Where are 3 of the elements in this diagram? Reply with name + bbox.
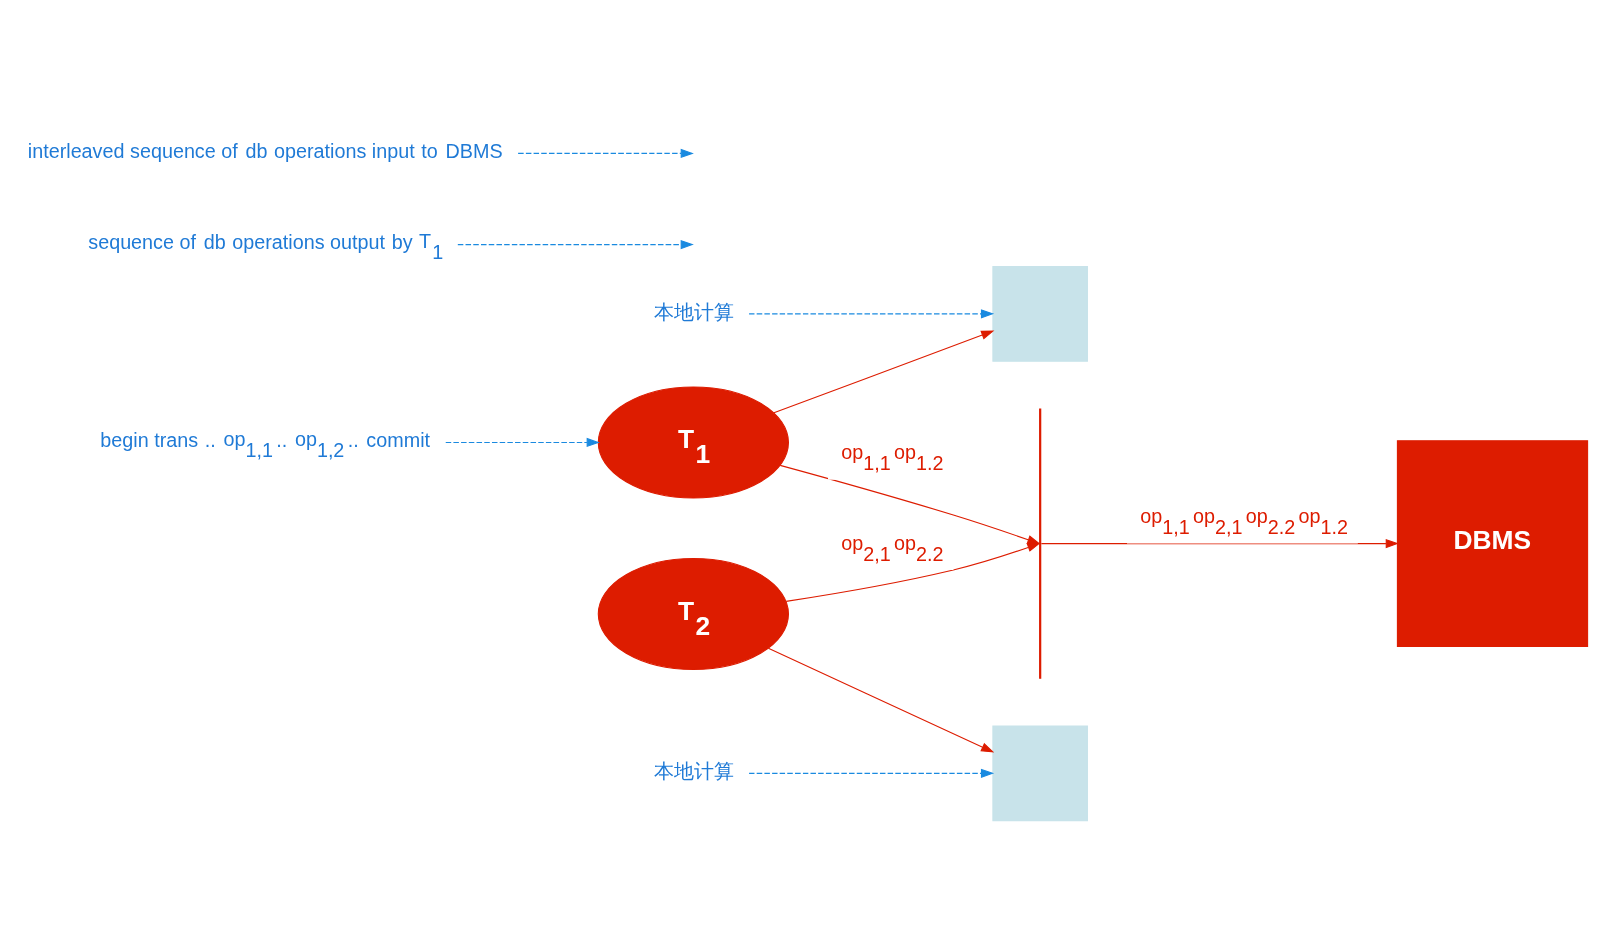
- node-text: 本地计算: [653, 760, 734, 783]
- node-text: interleaved sequence of db operations input to DBMS: [27, 140, 503, 163]
- node-text: 本地计算: [653, 300, 734, 323]
